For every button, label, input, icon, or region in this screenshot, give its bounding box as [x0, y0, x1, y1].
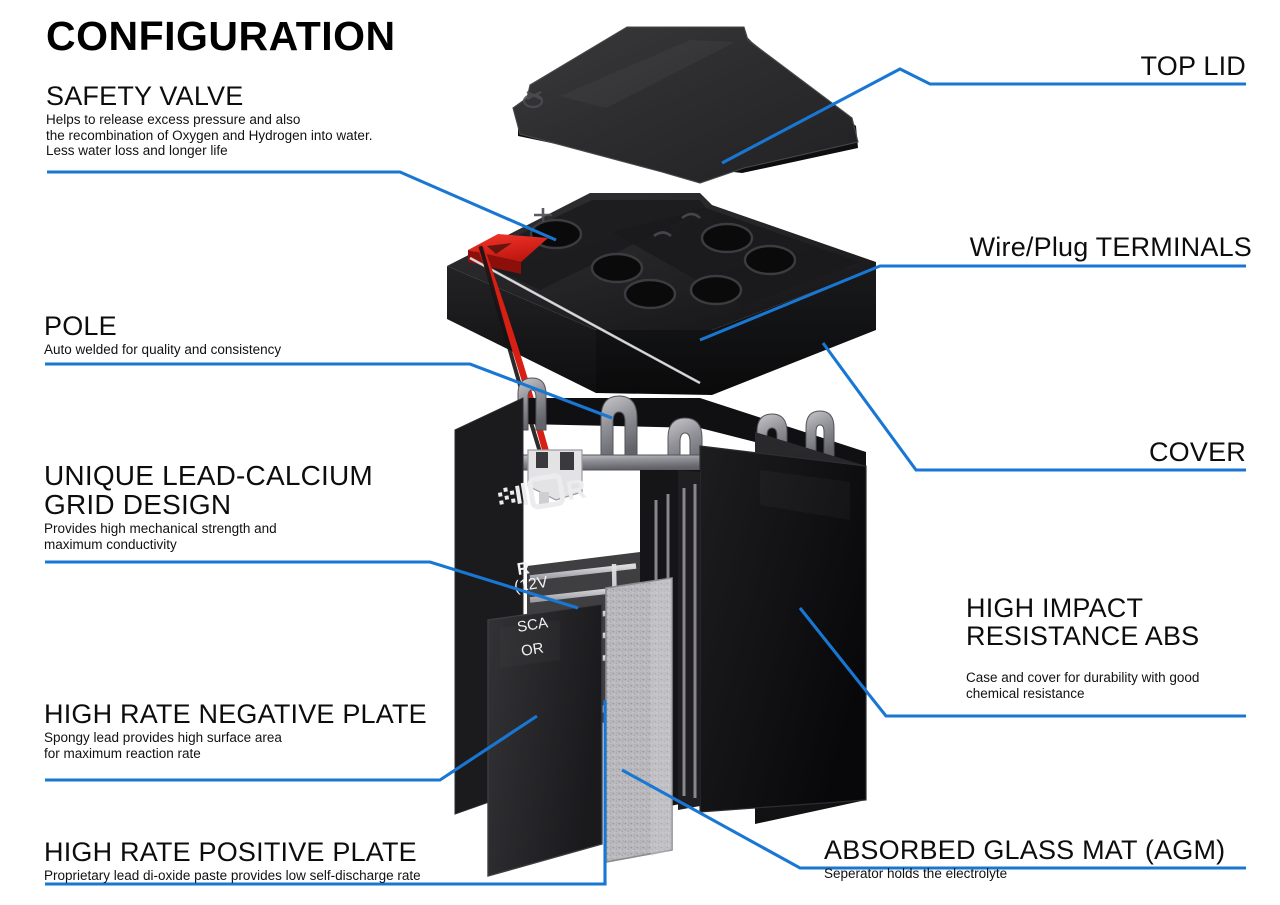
label-model: R [516, 558, 531, 579]
callout-pole-title: POLE [44, 311, 117, 341]
callout-abs-case: HIGH IMPACT RESISTANCE ABS Case and cove… [966, 594, 1266, 701]
callout-abs-case-title: HIGH IMPACT RESISTANCE ABS [966, 593, 1200, 652]
leader-top-lid [721, 67, 1246, 165]
battery-product-label: R R (12V SCA OR [497, 473, 588, 660]
callout-agm-title: ABSORBED GLASS MAT (AGM) [824, 835, 1226, 865]
callout-safety-valve-title: SAFETY VALVE [46, 81, 244, 111]
callout-pole: POLE Auto welded for quality and consist… [44, 312, 444, 358]
callout-grid-design-desc: Provides high mechanical strength and ma… [44, 521, 277, 552]
callout-positive-plate-desc: Proprietary lead di-oxide paste provides… [44, 868, 421, 884]
callout-positive-plate-title: HIGH RATE POSITIVE PLATE [44, 837, 417, 867]
callout-negative-plate: HIGH RATE NEGATIVE PLATE Spongy lead pro… [44, 700, 514, 761]
callout-grid-design: UNIQUE LEAD-CALCIUM GRID DESIGN Provides… [44, 461, 464, 553]
callout-abs-case-desc: Case and cover for durability with good … [966, 670, 1200, 701]
leader-agm [621, 768, 1246, 870]
callout-agm: ABSORBED GLASS MAT (AGM) Seperator holds… [824, 836, 1254, 882]
leader-terminals [699, 264, 1246, 342]
page-title: CONFIGURATION [46, 13, 396, 59]
callout-safety-valve: SAFETY VALVE Helps to release excess pre… [46, 82, 466, 159]
leader-abs-case [798, 607, 1246, 718]
leader-safety-valve [47, 170, 557, 242]
leader-cover [821, 342, 1246, 472]
callout-positive-plate: HIGH RATE POSITIVE PLATE Proprietary lea… [44, 838, 564, 884]
callout-negative-plate-title: HIGH RATE NEGATIVE PLATE [44, 699, 427, 729]
callout-negative-plate-desc: Spongy lead provides high surface area f… [44, 730, 282, 761]
callout-agm-desc: Seperator holds the electrolyte [824, 866, 1008, 882]
callout-safety-valve-desc: Helps to release excess pressure and als… [46, 112, 373, 159]
leader-grid-design [45, 560, 579, 610]
callout-cover: COVER [846, 438, 1246, 466]
callout-pole-desc: Auto welded for quality and consistency [44, 342, 282, 358]
svg-text:R: R [564, 473, 588, 506]
high-rate-negative-plate [487, 603, 603, 877]
cover-part [447, 193, 876, 456]
label-line4: OR [520, 640, 545, 660]
agm-separator [605, 577, 673, 863]
leader-negative-plate [45, 714, 538, 782]
leader-pole [45, 362, 613, 420]
label-line3: SCA [516, 614, 549, 636]
callout-terminals: Wire/Plug TERMINALS [782, 233, 1252, 261]
callout-top-lid-title: TOP LID [1140, 51, 1246, 81]
callout-terminals-title: Wire/Plug TERMINALS [969, 232, 1252, 262]
safety-valve-holes [529, 218, 797, 310]
top-lid-part [512, 26, 859, 225]
callout-cover-title: COVER [1148, 437, 1246, 467]
leader-positive-plate [45, 700, 607, 886]
callout-top-lid: TOP LID [826, 52, 1246, 80]
callout-grid-design-title: UNIQUE LEAD-CALCIUM GRID DESIGN [44, 460, 373, 521]
